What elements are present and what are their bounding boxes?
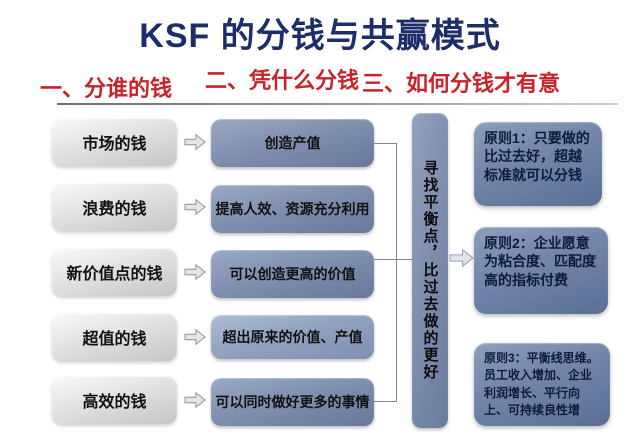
principle-3-box: 原则3：平衡线思维。员工收入增加、企业利润增长、平行向上、可持续良性增 xyxy=(474,343,610,426)
source-box-waste: 浪费的钱 xyxy=(52,183,177,231)
basis-box-efficiency: 提高人效、资源充分利用 xyxy=(211,185,374,233)
flow-arrow-icon xyxy=(184,328,206,346)
basis-box-more-things: 可以同时做好更多的事情 xyxy=(211,378,374,426)
column-header-basis: 二、凭什么分钱 xyxy=(205,68,360,93)
flow-arrow-icon xyxy=(184,198,206,216)
basis-box-higher-value: 可以创造更高的价值 xyxy=(211,250,374,298)
flow-arrow-icon xyxy=(184,391,206,409)
balance-bar-text: 寻找平衡点，比过去做的更好 xyxy=(421,160,439,381)
balance-bar: 寻找平衡点，比过去做的更好 xyxy=(412,113,448,428)
source-box-high-efficiency: 高效的钱 xyxy=(52,376,177,424)
source-box-extra-value: 超值的钱 xyxy=(52,313,177,361)
column-header-who: 一、分谁的钱 xyxy=(40,76,173,101)
header-divider xyxy=(57,103,618,105)
connector-line xyxy=(374,401,397,402)
principle-2-box: 原则2：企业愿意为粘合度、匹配度高的指标付费 xyxy=(474,227,608,314)
page-title: KSF 的分钱与共赢模式 xyxy=(139,17,501,55)
column-header-how: 三、如何分钱才有意 xyxy=(362,71,561,96)
connector-line xyxy=(374,259,412,260)
flow-arrow-icon xyxy=(449,248,474,268)
flow-arrow-icon xyxy=(184,263,206,281)
connector-line xyxy=(396,143,397,402)
principle-1-box: 原则1：只要做的比过去好，超越标准就可以分钱 xyxy=(474,122,602,206)
basis-box-output: 创造产值 xyxy=(211,119,374,167)
source-box-market: 市场的钱 xyxy=(52,118,177,166)
flow-arrow-icon xyxy=(184,133,206,151)
source-box-new-value: 新价值点的钱 xyxy=(52,248,177,296)
connector-line xyxy=(374,143,397,144)
basis-box-exceed-original: 超出原来的价值、产值 xyxy=(211,315,374,359)
